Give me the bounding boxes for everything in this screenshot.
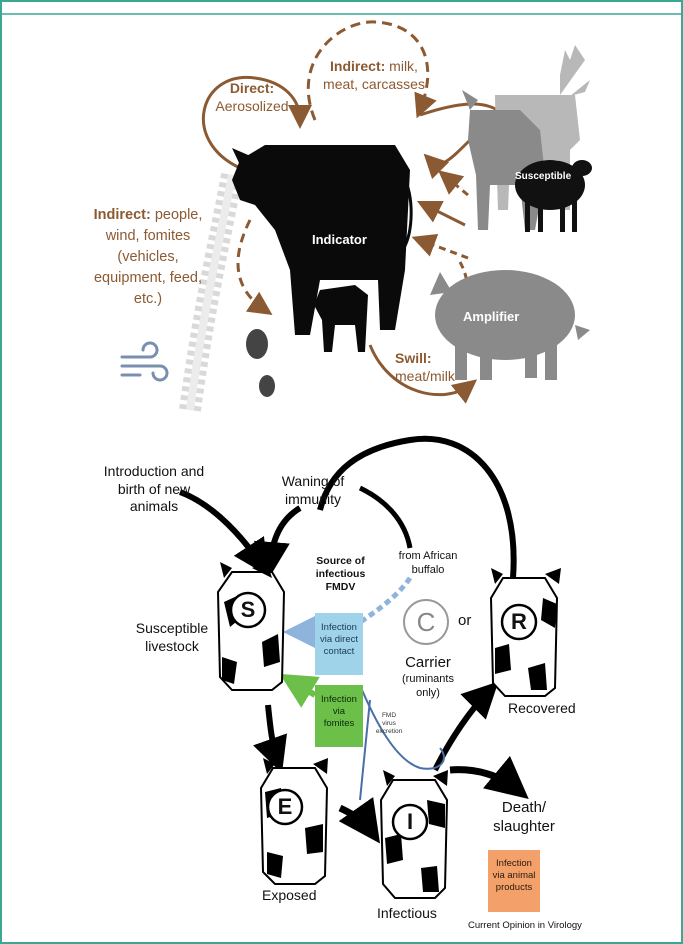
introduction-line-2: birth of new [95, 481, 213, 499]
infection-direct-line-1: Infection [315, 622, 363, 634]
introduction-line-3: animals [95, 498, 213, 516]
swill-label: Swill: meat/milk [395, 350, 455, 385]
or-label: or [458, 612, 471, 631]
source-label: Source of infectious FMDV [298, 555, 383, 594]
waning-arrow [270, 508, 300, 566]
i-to-death-arrow [450, 770, 518, 790]
susceptible-loop-arrow [430, 140, 470, 164]
waning-line-1: Waning of [268, 473, 358, 491]
susceptible-livestock-line-2: livestock [128, 638, 216, 656]
introduction-line-1: Introduction and [95, 463, 213, 481]
buffalo-arrow [360, 488, 410, 548]
infection-fomites-line-2: via [315, 706, 363, 718]
s-letter: S [231, 596, 265, 624]
direct-bold: Direct: [207, 80, 297, 98]
infection-fomites-label: Infection via fomites [315, 694, 363, 730]
recovered-label: Recovered [508, 700, 576, 718]
fmd-excretion-line-1: FMD [370, 712, 408, 720]
carrier-line-1: Carrier [397, 654, 459, 673]
death-label: Death/ slaughter [488, 799, 560, 837]
fomites-arrow [290, 680, 315, 695]
dashed-arrow-1 [445, 176, 468, 195]
african-buffalo-label: from African buffalo [388, 550, 468, 578]
e-to-i-arrow [340, 808, 372, 832]
direct-text: Aerosolized [207, 98, 297, 116]
indirect-people-line1: people, [151, 207, 203, 223]
introduction-label: Introduction and birth of new animals [95, 463, 213, 516]
wind-icon [122, 343, 167, 380]
i-letter: I [393, 808, 427, 836]
indirect-milk-line1: milk, [385, 58, 418, 74]
carrier-label: Carrier (ruminants only) [397, 654, 459, 700]
c-letter: C [404, 606, 448, 639]
infection-direct-label: Infection via direct contact [315, 622, 363, 658]
source-line-2: infectious [298, 568, 383, 581]
dashed-arrow-2 [420, 240, 468, 258]
indirect-milk-label: Indirect: milk, meat, carcasses [315, 58, 433, 93]
swill-text: meat/milk [395, 368, 455, 386]
infection-fomites-line-3: fomites [315, 718, 363, 730]
carrier-line-2: (ruminants [397, 673, 459, 687]
indirect-milk-bold: Indirect: [330, 58, 385, 74]
fmd-excretion-label: FMD virus excretion [370, 712, 408, 736]
buffalo-line-1: from African [388, 550, 468, 564]
shoe-print-icon [246, 329, 275, 397]
buffalo-line-2: buffalo [388, 564, 468, 578]
death-line-2: slaughter [488, 818, 560, 837]
indirect-people-arrow [238, 220, 265, 310]
r-letter: R [502, 608, 536, 636]
fmd-excretion-line-3: excretion [370, 728, 408, 736]
credit-label: Current Opinion in Virology [468, 920, 582, 932]
waning-line-2: immunity [268, 491, 358, 509]
indirect-people-line5: etc.) [78, 289, 218, 310]
indirect-people-label: Indirect: people, wind, fomites (vehicle… [78, 205, 218, 310]
susceptible-livestock-line-1: Susceptible [128, 620, 216, 638]
swill-bold: Swill: [395, 350, 455, 368]
infection-direct-line-3: contact [315, 646, 363, 658]
direct-label: Direct: Aerosolized [207, 80, 297, 115]
death-line-1: Death/ [488, 799, 560, 818]
indirect-people-line3: (vehicles, [78, 247, 218, 268]
fmd-excretion-line-2: virus [370, 720, 408, 728]
source-line-3: FMDV [298, 581, 383, 594]
indicator-label: Indicator [312, 232, 367, 248]
amplifier-label: Amplifier [463, 309, 519, 325]
exposed-label: Exposed [262, 887, 316, 905]
infectious-label: Infectious [377, 905, 437, 923]
susceptible-label: Susceptible [515, 171, 571, 184]
carrier-line-3: only) [397, 687, 459, 701]
infection-products-line-2: via animal [488, 870, 540, 882]
infection-products-line-1: Infection [488, 858, 540, 870]
infection-direct-line-2: via direct [315, 634, 363, 646]
indirect-people-line4: equipment, feed, [78, 268, 218, 289]
e-letter: E [268, 793, 302, 821]
source-line-1: Source of [298, 555, 383, 568]
indirect-milk-line2: meat, carcasses [315, 76, 433, 94]
infection-products-label: Infection via animal products [488, 858, 540, 894]
calf-silhouette [314, 285, 368, 352]
indirect-people-bold: Indirect: [94, 207, 151, 223]
waning-label: Waning of immunity [268, 473, 358, 508]
infection-products-line-3: products [488, 882, 540, 894]
infection-fomites-line-1: Infection [315, 694, 363, 706]
indirect-people-line2: wind, fomites [78, 226, 218, 247]
susceptible-livestock-label: Susceptible livestock [128, 620, 216, 655]
s-to-e-arrow [268, 705, 278, 762]
solid-arrow-1 [425, 205, 465, 225]
